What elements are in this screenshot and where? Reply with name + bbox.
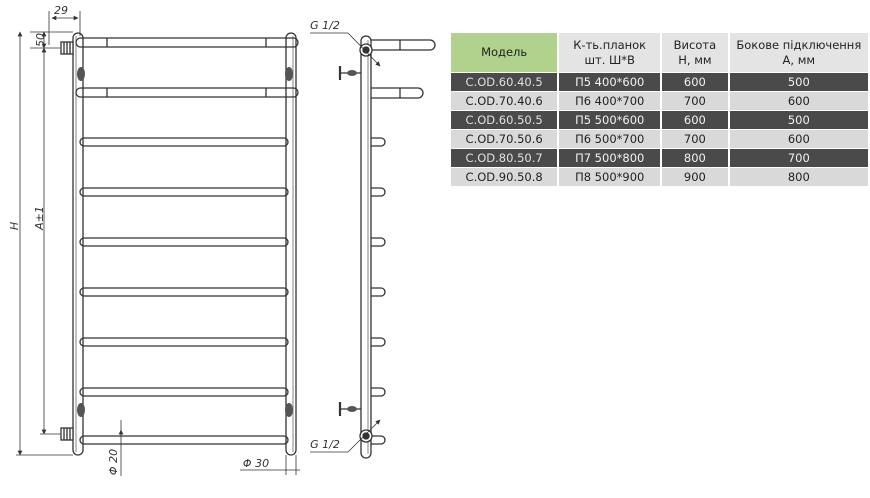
cell-model: C.OD.70.50.6 — [451, 130, 558, 148]
thread-leaders — [310, 32, 381, 453]
dim-height: H — [8, 222, 21, 230]
table-row: C.OD.90.50.8 П8 500*900 900 800 — [451, 168, 868, 186]
cell-side: 500 — [729, 111, 868, 129]
thread-label-bottom: G 1/2 — [310, 438, 340, 451]
cell-side: 600 — [729, 130, 868, 148]
cell-model: C.OD.90.50.8 — [451, 168, 558, 186]
front-view — [60, 32, 299, 456]
wall-brackets — [77, 67, 293, 417]
dim-top-offset: 50 — [34, 33, 47, 47]
cell-bars: П5 400*600 — [559, 73, 661, 91]
side-tube — [360, 35, 372, 459]
cell-bars: П7 500*800 — [559, 149, 661, 167]
cell-model: C.OD.80.50.7 — [451, 149, 558, 167]
cell-model: C.OD.60.40.5 — [451, 73, 558, 91]
dim-pipe-diameter: Φ 30 — [243, 457, 269, 470]
top-bars — [75, 37, 299, 98]
cell-height: 700 — [662, 130, 728, 148]
table-row: C.OD.70.40.6 П6 400*700 700 600 — [451, 92, 868, 110]
cell-height: 800 — [662, 149, 728, 167]
dim-bar-diameter: Φ 20 — [107, 449, 120, 475]
inlet-fittings — [60, 41, 74, 441]
table-row: C.OD.60.40.5 П5 400*600 600 500 — [451, 73, 868, 91]
cell-bars: П8 500*900 — [559, 168, 661, 186]
right-tube — [285, 32, 297, 456]
side-rung-stubs — [371, 137, 386, 445]
cell-side: 700 — [729, 149, 868, 167]
cell-height: 900 — [662, 168, 728, 186]
dim-top-width: 29 — [54, 4, 68, 17]
cell-side: 600 — [729, 92, 868, 110]
rungs — [79, 137, 289, 445]
cell-bars: П6 500*700 — [559, 130, 661, 148]
cell-height: 600 — [662, 73, 728, 91]
cell-bars: П6 400*700 — [559, 92, 661, 110]
cell-model: C.OD.60.50.5 — [451, 111, 558, 129]
cell-model: C.OD.70.40.6 — [451, 92, 558, 110]
table-row: C.OD.70.50.6 П6 500*700 700 600 — [451, 130, 868, 148]
thread-label-top: G 1/2 — [310, 19, 340, 32]
header-model: Модель — [451, 33, 558, 72]
table-row: C.OD.80.50.7 П7 500*800 800 700 — [451, 149, 868, 167]
cell-height: 600 — [662, 111, 728, 129]
thread-fittings — [359, 43, 373, 443]
cell-side: 800 — [729, 168, 868, 186]
cell-side: 500 — [729, 73, 868, 91]
side-wall-brackets — [338, 66, 361, 416]
dim-center-distance: A±1 — [33, 206, 46, 231]
cell-bars: П5 500*600 — [559, 111, 661, 129]
left-tube — [72, 32, 84, 456]
side-view — [338, 35, 436, 459]
front-dimensions — [16, 11, 300, 476]
table-row: C.OD.60.50.5 П5 500*600 600 500 — [451, 111, 868, 129]
cell-height: 700 — [662, 92, 728, 110]
